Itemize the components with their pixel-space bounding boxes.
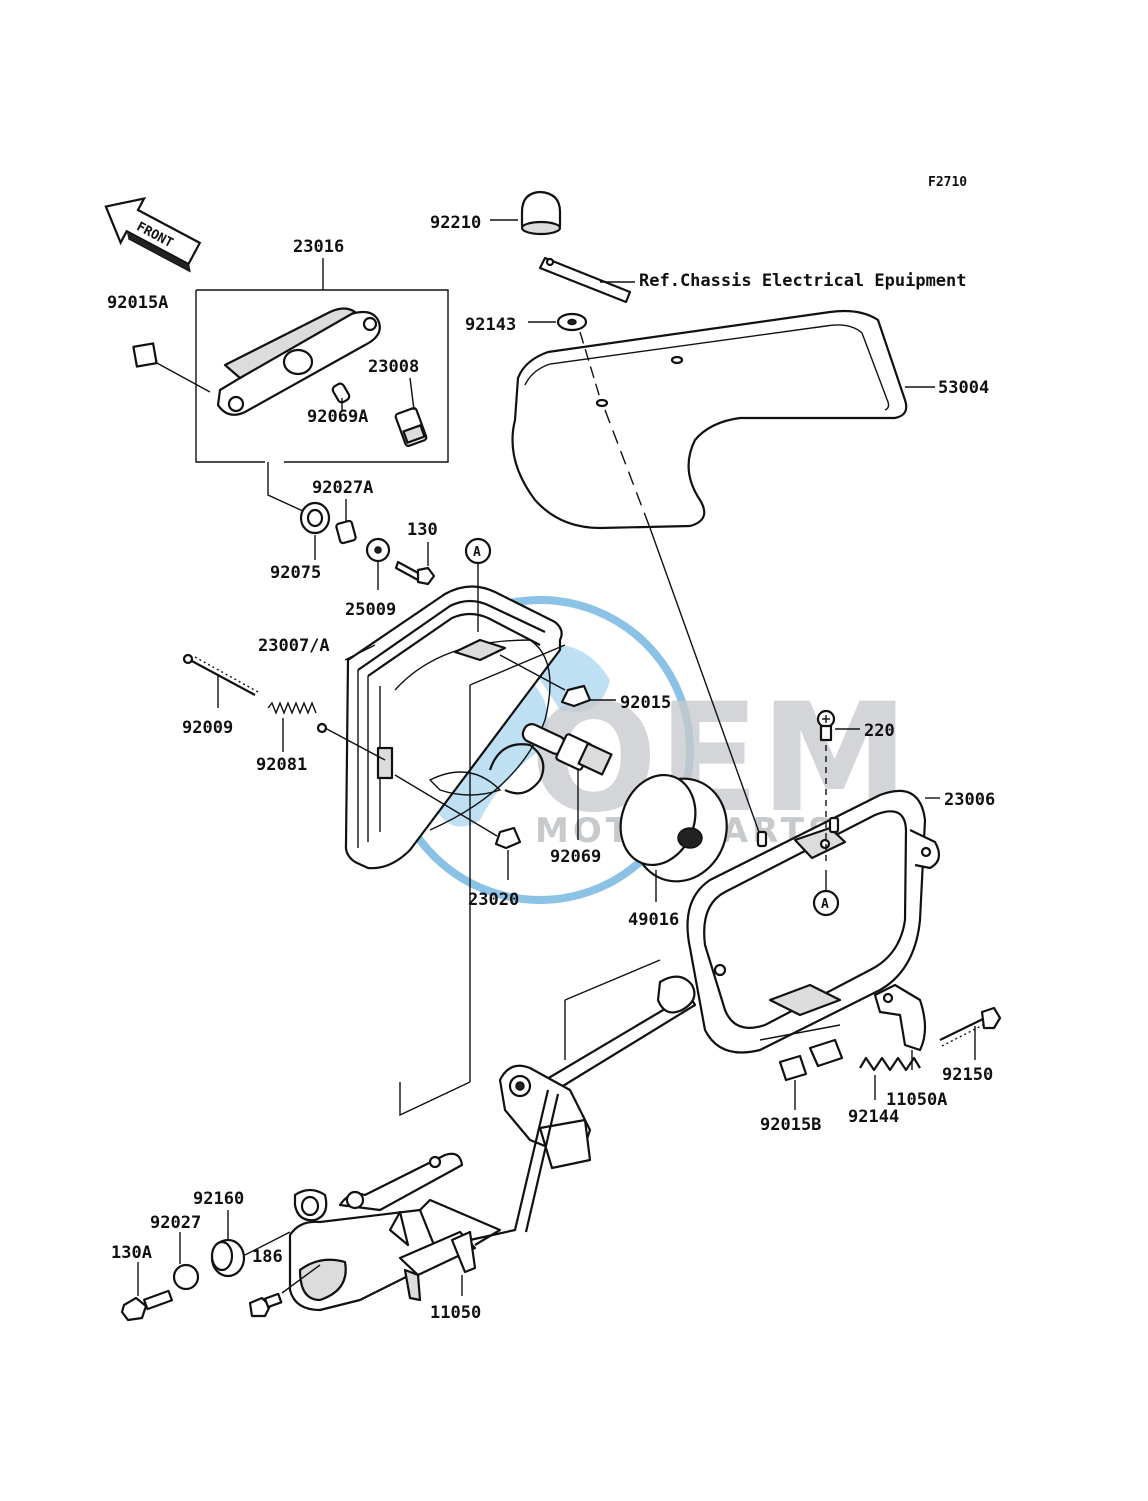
clip-92015A-part bbox=[132, 342, 158, 368]
bracket-23006-part bbox=[686, 789, 941, 1054]
svg-text:A: A bbox=[473, 545, 481, 560]
label-92210: 92210 bbox=[430, 213, 481, 233]
nut-23020-part bbox=[494, 826, 522, 850]
label-92027: 92027 bbox=[150, 1213, 201, 1233]
assembly-23016 bbox=[195, 258, 449, 463]
label-92015A: 92015A bbox=[107, 293, 168, 313]
label-92081: 92081 bbox=[256, 755, 307, 775]
spring-92144-part bbox=[859, 1056, 921, 1072]
collar-part bbox=[335, 519, 357, 545]
label-23016: 23016 bbox=[293, 237, 344, 257]
label-92015B: 92015B bbox=[760, 1115, 821, 1135]
label-92069A: 92069A bbox=[307, 407, 368, 427]
label-23020: 23020 bbox=[468, 890, 519, 910]
cap-92210-part bbox=[520, 190, 562, 236]
label-92069: 92069 bbox=[550, 847, 601, 867]
rubber-92160-part bbox=[210, 1238, 246, 1278]
clamp-11050A-part bbox=[873, 983, 927, 1052]
figure-code: F2710 bbox=[928, 175, 967, 190]
clip-92015B-part bbox=[808, 1038, 844, 1068]
label-11050: 11050 bbox=[430, 1303, 481, 1323]
spring-92081-part bbox=[267, 701, 328, 734]
cover-49016-part bbox=[619, 773, 728, 883]
label-92015: 92015 bbox=[620, 693, 671, 713]
nut-92015-part bbox=[560, 684, 592, 708]
washer-92027-part bbox=[172, 1263, 200, 1291]
label-92143: 92143 bbox=[465, 315, 516, 335]
label-130: 130 bbox=[407, 520, 438, 540]
bolt-130-part bbox=[394, 560, 422, 582]
callout-a-top: A bbox=[464, 537, 492, 565]
label-23008: 23008 bbox=[368, 357, 419, 377]
front-arrow-icon: FRONT bbox=[104, 196, 202, 273]
screw-220-part bbox=[816, 709, 836, 742]
label-23006: 23006 bbox=[944, 790, 995, 810]
label-92144: 92144 bbox=[848, 1107, 899, 1127]
screw-92009-part bbox=[182, 653, 259, 696]
label-53004: 53004 bbox=[938, 378, 989, 398]
bolt-92150-part bbox=[939, 1006, 1002, 1047]
label-92027A: 92027A bbox=[312, 478, 373, 498]
label-220: 220 bbox=[864, 721, 895, 741]
label-92160: 92160 bbox=[193, 1189, 244, 1209]
clamp-11050-part bbox=[398, 1230, 477, 1302]
bulb-92069-part bbox=[521, 723, 613, 776]
label-92009: 92009 bbox=[182, 718, 233, 738]
svg-text:A: A bbox=[821, 897, 829, 912]
mount-frame-part bbox=[288, 644, 697, 1312]
label-92075: 92075 bbox=[270, 563, 321, 583]
label-130A: 130A bbox=[111, 1243, 152, 1263]
label-11050A: 11050A bbox=[886, 1090, 947, 1110]
label-92150: 92150 bbox=[942, 1065, 993, 1085]
label-23007A: 23007/A bbox=[258, 636, 330, 656]
bolt-186-part bbox=[248, 1292, 283, 1318]
small-bulb-part bbox=[331, 382, 351, 404]
socket-part bbox=[394, 407, 428, 447]
pin-part bbox=[756, 830, 768, 848]
label-186: 186 bbox=[252, 1247, 283, 1267]
label-25009: 25009 bbox=[345, 600, 396, 620]
strap-part bbox=[538, 256, 632, 304]
ref-note: Ref.Chassis Electrical Epuipment bbox=[639, 271, 967, 291]
headlight-housing-part bbox=[344, 560, 563, 870]
callout-a-bottom: A bbox=[812, 889, 840, 917]
label-49016: 49016 bbox=[628, 910, 679, 930]
pad-53004-part bbox=[511, 309, 908, 530]
bolt-130A-part bbox=[120, 1289, 174, 1322]
